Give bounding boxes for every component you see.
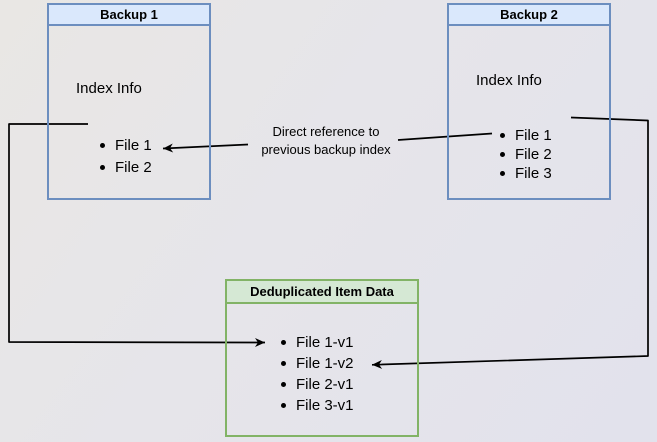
backup1-title: Backup 1 [49, 5, 209, 26]
dedup-title: Deduplicated Item Data [227, 281, 417, 304]
file-label: File 1 [115, 136, 152, 154]
file-label: File 2 [515, 146, 552, 163]
file-label: File 1 [515, 127, 552, 144]
bullet-icon [500, 171, 505, 176]
file-label: File 3 [515, 165, 552, 182]
bullet-icon [500, 133, 505, 138]
file-label: File 1-v1 [296, 334, 354, 351]
dedup-file-list: File 1-v1 File 1-v2 File 2-v1 File 3-v1 [281, 332, 354, 416]
backup1-index-info-label: Index Info [76, 80, 142, 97]
bullet-icon [100, 164, 105, 170]
bullet-icon [281, 403, 286, 408]
file-label: File 3-v1 [296, 397, 354, 414]
bullet-icon [281, 361, 286, 366]
list-item: File 1-v1 [281, 332, 354, 353]
backup1-box: Backup 1 Index Info File 1 File 2 [47, 3, 211, 200]
list-item: File 1-v2 [281, 353, 354, 374]
backup2-title: Backup 2 [449, 5, 609, 26]
file-label: File 1-v2 [296, 355, 354, 372]
list-item: File 3 [500, 164, 552, 183]
backup2-index-info-label: Index Info [476, 72, 542, 89]
bullet-icon [500, 152, 505, 157]
bullet-icon [281, 382, 286, 387]
list-item: File 2 [100, 156, 152, 178]
list-item: File 1 [500, 126, 552, 145]
backup2-box: Backup 2 Index Info File 1 File 2 File 3 [447, 3, 611, 200]
backup1-file-list: File 1 File 2 [100, 134, 152, 178]
bullet-icon [100, 142, 105, 148]
file-label: File 2-v1 [296, 376, 354, 393]
annotation-line1: Direct reference to [272, 124, 380, 139]
list-item: File 2-v1 [281, 374, 354, 395]
bullet-icon [281, 340, 286, 345]
direct-reference-annotation: Direct reference to previous backup inde… [243, 123, 409, 159]
list-item: File 1 [100, 134, 152, 156]
list-item: File 3-v1 [281, 395, 354, 416]
backup2-file-list: File 1 File 2 File 3 [500, 126, 552, 183]
list-item: File 2 [500, 145, 552, 164]
annotation-line2: previous backup index [261, 142, 391, 157]
deduplicated-item-data-box: Deduplicated Item Data File 1-v1 File 1-… [225, 279, 419, 437]
file-label: File 2 [115, 158, 152, 176]
